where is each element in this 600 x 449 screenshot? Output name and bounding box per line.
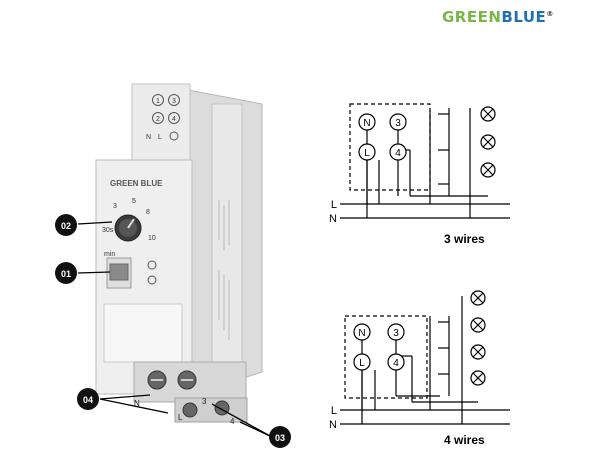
wiring-3-labels: N 3 L 4 L N 3 wires (329, 118, 485, 246)
top-terminal-2-icon (152, 112, 164, 124)
device-brand-label: GREEN BLUE (110, 179, 163, 188)
lamp-1-icon (480, 106, 496, 122)
terminal-4-circle (387, 353, 405, 371)
dial-tick-8: 8 (146, 209, 150, 216)
callout-04: 04 (77, 388, 169, 414)
wiring-4-labels: N 3 L 4 L N 4 wires (329, 328, 485, 447)
bottom-label-4: 4 (230, 417, 235, 426)
bottom-label-3: 3 (202, 397, 207, 406)
terminal-3-circle (389, 113, 407, 131)
terminal-l-circle (353, 353, 371, 371)
line-n-label: N (329, 419, 337, 431)
terminal-3-circle (387, 323, 405, 341)
staircase-timer-device: 1 3 2 4 N L GREEN BLUE 3 5 8 10 30s (95, 83, 263, 426)
top-terminal-3-label: 3 (172, 98, 176, 105)
dial-tick-10: 10 (148, 235, 156, 242)
dial-pointer (127, 218, 135, 229)
top-terminal-3-icon (168, 94, 180, 106)
top-terminal-2-label: 2 (156, 116, 160, 123)
terminal-l-label: L (364, 148, 370, 159)
bottom-label-l: L (178, 413, 183, 422)
lamp-3-icon (470, 344, 486, 360)
bottom-label-n: N (134, 399, 140, 408)
device-side-panel (211, 103, 243, 365)
top-label-l: L (158, 134, 162, 141)
terminal-n-label: N (358, 328, 365, 339)
dial-min-label: min (104, 251, 115, 258)
terminal-4-label: 4 (393, 358, 399, 369)
device-outline (344, 315, 428, 399)
device-top-section (131, 83, 191, 167)
terminal-n-label: N (363, 118, 370, 129)
svg-text:03: 03 (275, 433, 285, 443)
terminal-n-circle (353, 323, 371, 341)
auto-mode-icon (147, 275, 157, 285)
terminal-l-circle (358, 143, 376, 161)
svg-text:04: 04 (83, 395, 93, 405)
caption-3-wires: 3 wires (444, 232, 485, 246)
terminal-screw-l (182, 402, 198, 418)
callout-01: 01 (55, 262, 111, 284)
svg-text:01: 01 (61, 269, 71, 279)
svg-text:02: 02 (61, 221, 71, 231)
top-label-n: N (146, 134, 151, 141)
lower-terminal-block (174, 397, 248, 423)
lamp-3-icon (480, 162, 496, 178)
terminal-n-circle (358, 113, 376, 131)
lamp-1-icon (470, 290, 486, 306)
lamp-2-icon (480, 134, 496, 150)
lamp-4-icon (470, 370, 486, 386)
terminal-4-label: 4 (395, 148, 401, 159)
dial-tick-5: 5 (132, 198, 136, 205)
top-terminal-1-label: 1 (156, 98, 160, 105)
wiring-diagram-3-wires (340, 103, 510, 219)
terminal-l-label: L (359, 358, 365, 369)
dial-30s: 30s (102, 227, 114, 234)
caption-4-wires: 4 wires (444, 433, 485, 447)
line-l-label: L (331, 405, 337, 417)
top-terminal-1-icon (152, 94, 164, 106)
callout-02: 02 (55, 214, 113, 236)
lamp-symbol-icon (169, 131, 179, 141)
callout-03: 03 (211, 403, 291, 448)
wiring-diagram-4-wires (340, 290, 510, 425)
line-l-label: L (331, 199, 337, 211)
lamp-on-icon (147, 260, 157, 270)
brand-logo: GREENBLUE® (442, 8, 554, 26)
line-n-label: N (329, 213, 337, 225)
terminal-3-label: 3 (395, 118, 401, 129)
printed-spec-text (218, 200, 230, 340)
terminal-3-label: 3 (393, 328, 399, 339)
top-terminal-4-label: 4 (172, 116, 176, 123)
dial-tick-3: 3 (113, 203, 117, 210)
mode-switch-lever[interactable] (109, 263, 129, 281)
top-terminal-4-icon (168, 112, 180, 124)
terminal-4-circle (389, 143, 407, 161)
label-window (103, 303, 183, 363)
lamp-2-icon (470, 317, 486, 333)
